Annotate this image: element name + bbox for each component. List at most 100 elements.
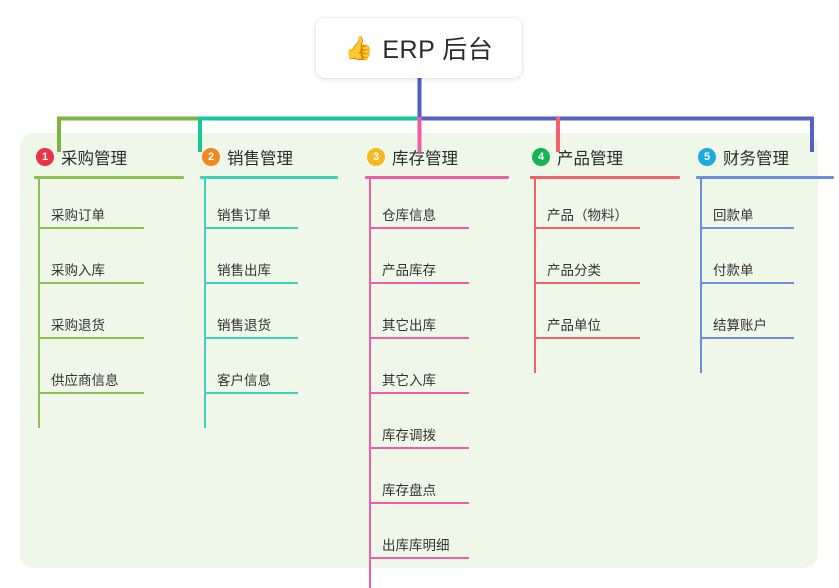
category-underline — [696, 176, 834, 179]
menu-item-label: 供应商信息 — [51, 372, 119, 388]
diagram-background-panel — [20, 133, 818, 568]
menu-item-underline — [369, 557, 469, 559]
menu-item-label: 采购退货 — [51, 317, 105, 333]
category-number-badge: 2 — [202, 148, 220, 166]
menu-item[interactable]: 采购入库 — [38, 250, 144, 284]
category-branch-spine — [369, 179, 371, 588]
menu-item-label: 销售订单 — [217, 207, 271, 223]
menu-item-underline — [38, 282, 144, 284]
menu-item-underline — [369, 337, 469, 339]
category-header-5[interactable]: 5 财务管理 — [696, 144, 834, 170]
category-column-3: 3 库存管理仓库信息产品库存其它出库其它入库库存调拨库存盘点出库库明细 — [365, 144, 509, 588]
category-branch-spine — [38, 179, 40, 428]
menu-item-label: 回款单 — [713, 207, 754, 223]
menu-item[interactable]: 产品库存 — [369, 250, 469, 284]
menu-item-label: 仓库信息 — [382, 207, 436, 223]
category-title: 销售管理 — [227, 150, 293, 168]
menu-item[interactable]: 库存盘点 — [369, 470, 469, 504]
menu-item-underline — [369, 282, 469, 284]
menu-item-underline — [700, 282, 794, 284]
category-items: 销售订单销售出库销售退货客户信息 — [200, 179, 338, 428]
category-underline — [34, 176, 184, 179]
menu-item[interactable]: 其它出库 — [369, 305, 469, 339]
menu-item-underline — [369, 502, 469, 504]
category-underline — [365, 176, 509, 179]
category-number-badge: 5 — [698, 148, 716, 166]
menu-item-underline — [204, 282, 298, 284]
menu-item-label: 付款单 — [713, 262, 754, 278]
category-header-3[interactable]: 3 库存管理 — [365, 144, 509, 170]
menu-item-underline — [38, 337, 144, 339]
category-items: 采购订单采购入库采购退货供应商信息 — [34, 179, 184, 428]
menu-item-underline — [534, 282, 640, 284]
root-node-card[interactable]: 👍 ERP 后台 — [316, 18, 522, 78]
category-title: 采购管理 — [61, 150, 127, 168]
menu-item[interactable]: 客户信息 — [204, 360, 298, 394]
menu-item[interactable]: 产品（物料） — [534, 195, 640, 229]
menu-item-label: 销售退货 — [217, 317, 271, 333]
menu-item-underline — [204, 227, 298, 229]
menu-item-underline — [369, 447, 469, 449]
thumbs-up-icon: 👍 — [344, 34, 374, 61]
category-header-4[interactable]: 4 产品管理 — [530, 144, 680, 170]
category-header-2[interactable]: 2 销售管理 — [200, 144, 338, 170]
menu-item-underline — [38, 227, 144, 229]
menu-item-label: 产品单位 — [547, 317, 601, 333]
menu-item-label: 采购订单 — [51, 207, 105, 223]
menu-item-underline — [534, 227, 640, 229]
menu-item[interactable]: 供应商信息 — [38, 360, 144, 394]
menu-item-underline — [38, 392, 144, 394]
category-items: 回款单付款单结算账户 — [696, 179, 834, 373]
category-header-1[interactable]: 1 采购管理 — [34, 144, 184, 170]
menu-item-underline — [534, 337, 640, 339]
menu-item-underline — [369, 227, 469, 229]
menu-item[interactable]: 仓库信息 — [369, 195, 469, 229]
menu-item-label: 产品（物料） — [547, 207, 628, 223]
category-title: 库存管理 — [392, 150, 458, 168]
category-underline — [200, 176, 338, 179]
menu-item-label: 销售出库 — [217, 262, 271, 278]
menu-item[interactable]: 销售订单 — [204, 195, 298, 229]
menu-item[interactable]: 产品单位 — [534, 305, 640, 339]
menu-item[interactable]: 付款单 — [700, 250, 794, 284]
menu-item[interactable]: 产品分类 — [534, 250, 640, 284]
menu-item-label: 其它入库 — [382, 372, 436, 388]
menu-item[interactable]: 库存调拨 — [369, 415, 469, 449]
menu-item-label: 库存盘点 — [382, 482, 436, 498]
category-column-1: 1 采购管理采购订单采购入库采购退货供应商信息 — [34, 144, 184, 428]
category-number-badge: 1 — [36, 148, 54, 166]
menu-item[interactable]: 出库库明细 — [369, 525, 469, 559]
category-branch-spine — [700, 179, 702, 373]
menu-item[interactable]: 销售退货 — [204, 305, 298, 339]
menu-item[interactable]: 回款单 — [700, 195, 794, 229]
menu-item[interactable]: 销售出库 — [204, 250, 298, 284]
category-items: 仓库信息产品库存其它出库其它入库库存调拨库存盘点出库库明细 — [365, 179, 509, 588]
category-title: 产品管理 — [557, 150, 623, 168]
menu-item-label: 结算账户 — [713, 317, 767, 333]
category-items: 产品（物料） 产品分类产品单位 — [530, 179, 680, 373]
category-number-badge: 4 — [532, 148, 550, 166]
menu-item-underline — [204, 337, 298, 339]
category-branch-spine — [534, 179, 536, 373]
menu-item[interactable]: 采购退货 — [38, 305, 144, 339]
menu-item[interactable]: 结算账户 — [700, 305, 794, 339]
category-column-5: 5 财务管理回款单付款单结算账户 — [696, 144, 834, 373]
category-title: 财务管理 — [723, 150, 789, 168]
menu-item-underline — [204, 392, 298, 394]
menu-item-label: 产品库存 — [382, 262, 436, 278]
category-underline — [530, 176, 680, 179]
root-node-title: ERP 后台 — [382, 36, 494, 64]
category-branch-spine — [204, 179, 206, 428]
menu-item-underline — [369, 392, 469, 394]
menu-item-label: 库存调拨 — [382, 427, 436, 443]
menu-item[interactable]: 采购订单 — [38, 195, 144, 229]
menu-item[interactable]: 其它入库 — [369, 360, 469, 394]
menu-item-label: 客户信息 — [217, 372, 271, 388]
category-number-badge: 3 — [367, 148, 385, 166]
menu-item-underline — [700, 227, 794, 229]
menu-item-label: 出库库明细 — [382, 537, 450, 553]
menu-item-label: 采购入库 — [51, 262, 105, 278]
menu-item-label: 其它出库 — [382, 317, 436, 333]
